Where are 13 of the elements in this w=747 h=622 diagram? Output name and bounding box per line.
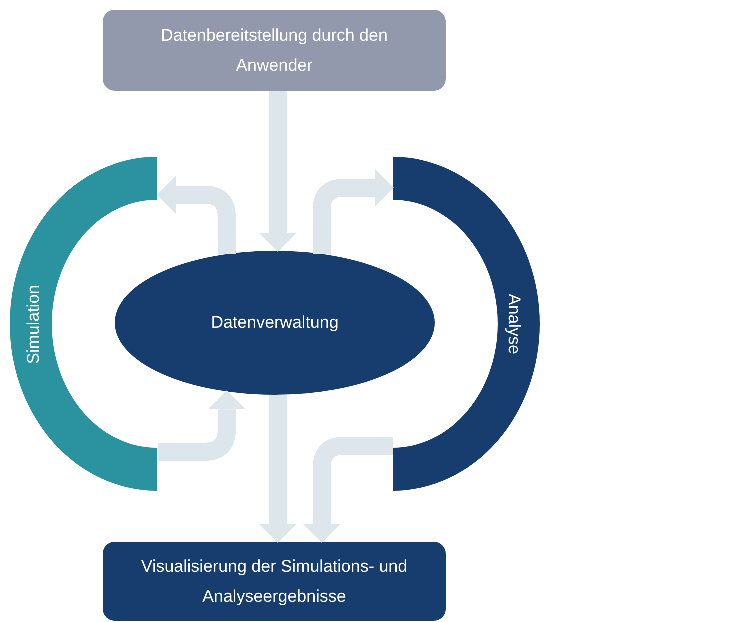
flow-arrow [158,390,246,461]
node-label: Analyse [504,294,525,355]
input-box [103,10,446,91]
flow-arrow [259,394,297,543]
node-label: Datenverwaltung [211,312,339,334]
flow-arrow [157,176,236,254]
node-label: Simulation [23,284,44,364]
flow-arrow [259,91,297,252]
flow-arrow [303,437,393,543]
flow-arrow [313,169,394,254]
output-box [103,542,446,621]
node-label: Visualisierung der Simulations- und Analyseergebnisse [140,556,409,608]
node-label: Datenbereitstellung durch den Anwender [160,24,389,76]
